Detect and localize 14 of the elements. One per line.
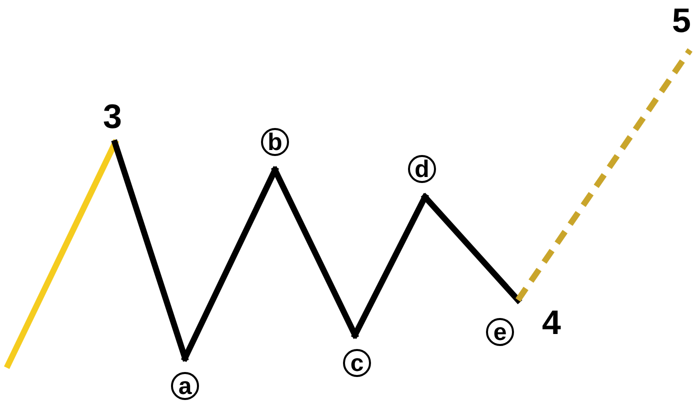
circled-wave-label: d: [408, 155, 436, 183]
wave-line: [112, 140, 188, 361]
wave-line: [516, 48, 692, 302]
wave-number: 3: [103, 100, 122, 134]
circled-wave-label: e: [486, 318, 514, 346]
circled-wave-label: a: [171, 372, 199, 400]
circled-wave-label: c: [343, 349, 371, 377]
wave-number: 4: [542, 306, 561, 340]
wave-line: [182, 167, 278, 361]
wave-number: 5: [672, 4, 691, 38]
wave-line: [272, 167, 358, 338]
wave-line: [422, 194, 521, 303]
circled-wave-label: b: [261, 128, 289, 156]
wave-line: [5, 140, 118, 368]
